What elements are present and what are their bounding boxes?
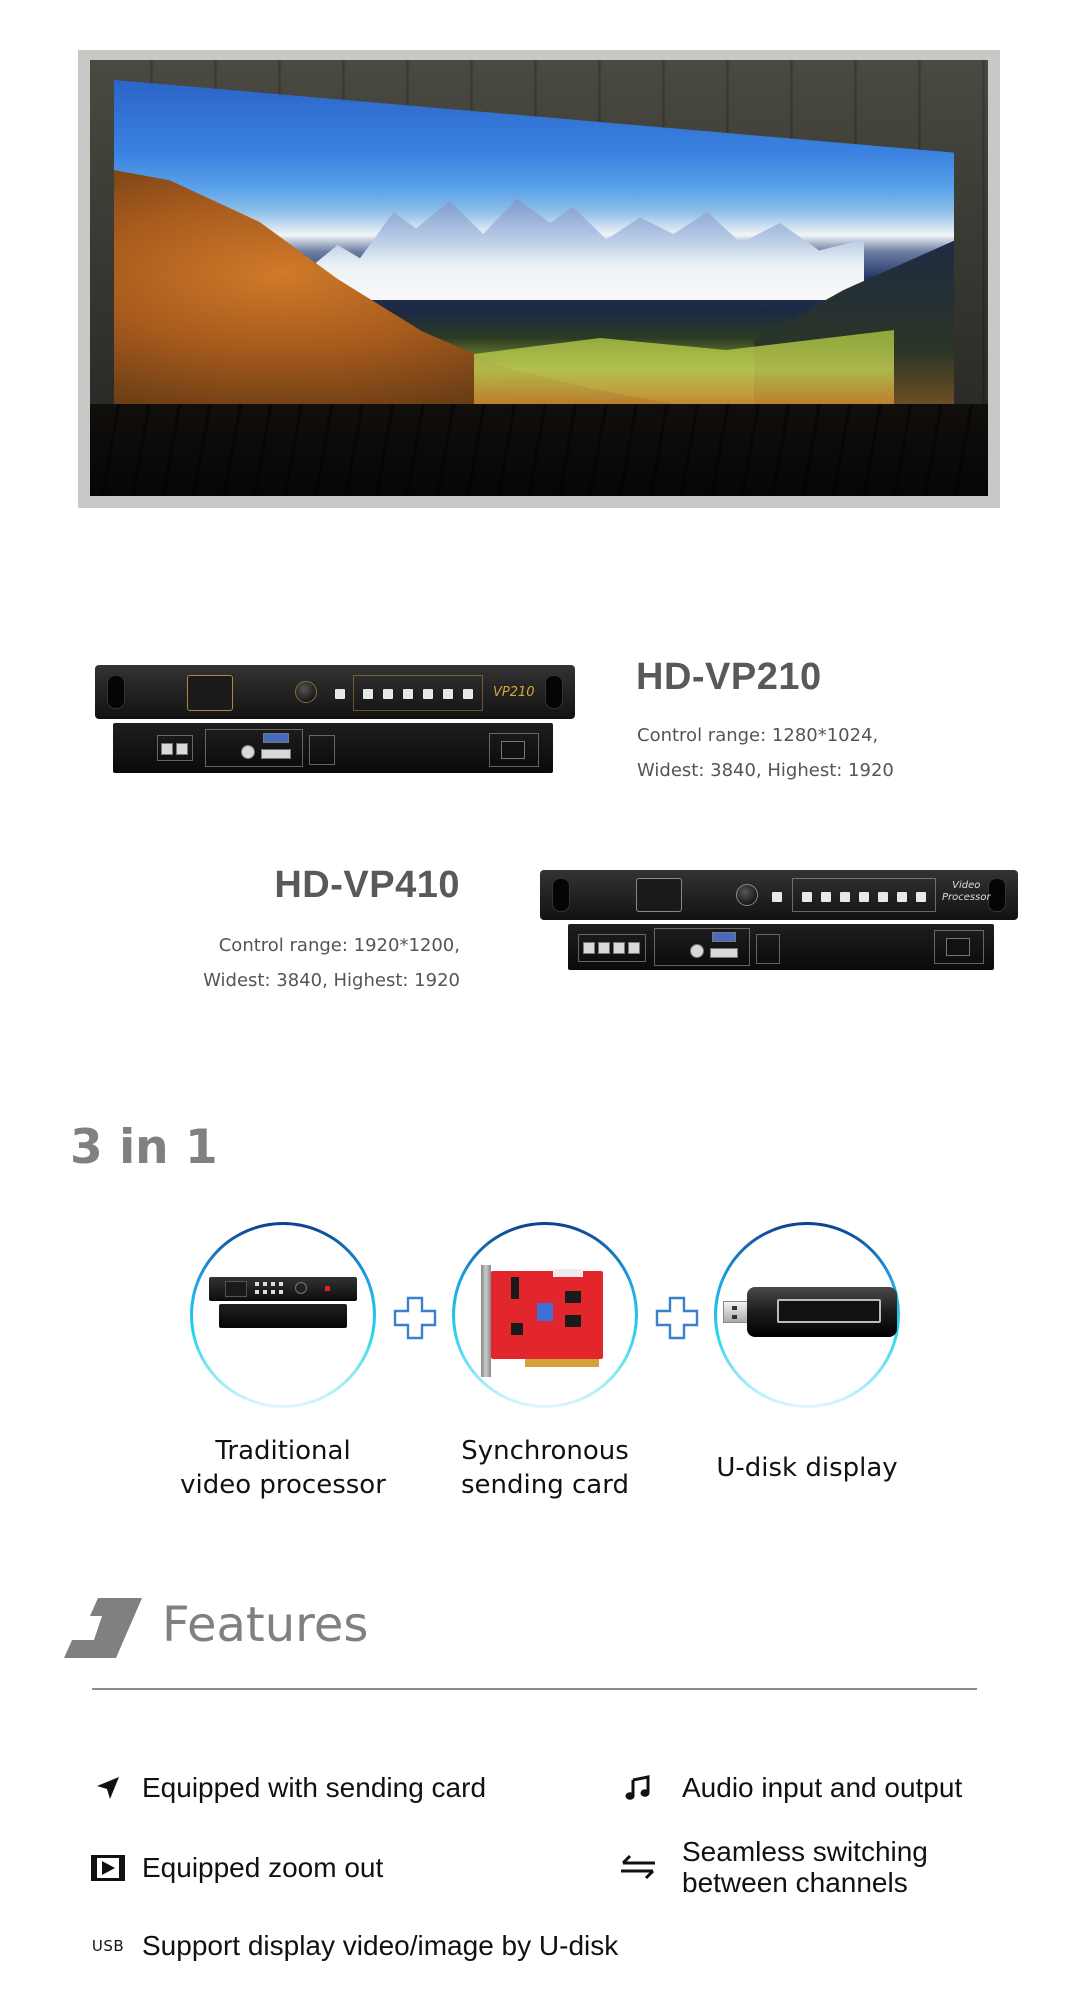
ethernet-port <box>628 942 640 954</box>
rack-handle-right <box>988 878 1006 912</box>
device-button <box>363 689 373 699</box>
feature-text: Equipped with sending card <box>142 1772 487 1803</box>
video-processor-image <box>209 1277 357 1331</box>
power-panel <box>934 930 984 964</box>
ethernet-port <box>613 942 625 954</box>
input-panel <box>205 729 303 767</box>
output-panel <box>578 934 646 962</box>
feature-item-u-disk-support: USB Support display video/image by U-dis… <box>88 1930 618 1961</box>
usb-icon: USB <box>91 1936 125 1955</box>
sending-card-image <box>481 1265 611 1377</box>
bnc-port <box>690 944 704 958</box>
power-socket <box>946 938 970 956</box>
device-logo: Video Processor <box>942 880 991 903</box>
device-button <box>443 689 453 699</box>
model-title-hd-vp210: HD-VP210 <box>636 656 822 698</box>
plus-icon <box>655 1296 699 1340</box>
hero-image-frame <box>78 50 1000 508</box>
rack-handle-right <box>545 675 563 709</box>
power-panel <box>489 733 539 767</box>
device-button <box>463 689 473 699</box>
audio-panel <box>309 735 335 765</box>
model-title-hd-vp410: HD-VP410 <box>274 864 460 906</box>
play-frame-icon <box>88 1854 128 1881</box>
usb-drive-image <box>723 1287 897 1337</box>
hero-led-modules-floor <box>90 404 988 496</box>
ethernet-port <box>598 942 610 954</box>
device-back-panel <box>568 924 994 970</box>
device-button <box>772 892 782 902</box>
device-front-panel: Video Processor <box>540 870 1018 920</box>
rack-handle-left <box>107 675 125 709</box>
device-button <box>383 689 393 699</box>
feature-item-sending-card: Equipped with sending card <box>88 1772 486 1803</box>
vga-port <box>263 733 289 743</box>
feature-item-zoom-out: Equipped zoom out <box>88 1852 383 1883</box>
rack-handle-left <box>552 878 570 912</box>
feature-text: Audio input and output <box>682 1772 963 1803</box>
device-source-panel <box>792 878 936 912</box>
device-button <box>840 892 850 902</box>
input-panel <box>654 928 750 966</box>
ethernet-port <box>583 942 595 954</box>
section-title-3-in-1: 3 in 1 <box>70 1120 218 1175</box>
model-spec-hd-vp410: Control range: 1920*1200, Widest: 3840, … <box>203 928 460 998</box>
feature-text: Seamless switching between channels <box>682 1836 928 1898</box>
feature-text: Support display video/image by U-disk <box>142 1930 619 1961</box>
hd-vp210-device-image: VP210 <box>95 665 575 780</box>
hero-green-valley <box>474 330 894 410</box>
model-spec-hd-vp210: Control range: 1280*1024, Widest: 3840, … <box>637 718 894 788</box>
device-menu-knob <box>295 681 317 703</box>
power-socket <box>501 741 525 759</box>
circle-sending-card <box>452 1222 638 1408</box>
music-note-icon <box>618 1774 658 1802</box>
circle-video-processor <box>190 1222 376 1408</box>
device-button <box>423 689 433 699</box>
feature-text: Equipped zoom out <box>142 1852 384 1883</box>
caption-traditional-video-processor: Traditional video processor <box>180 1436 386 1500</box>
output-panel <box>157 735 193 761</box>
device-back-panel <box>113 723 553 773</box>
hero-snow-mountains <box>304 198 864 300</box>
device-lcd-screen <box>636 878 682 912</box>
ethernet-port <box>161 743 173 755</box>
device-source-panel <box>353 675 483 711</box>
caption-synchronous-sending-card: Synchronous sending card <box>461 1436 629 1500</box>
device-menu-knob <box>736 884 758 906</box>
hd-vp410-device-image: Video Processor <box>540 870 1018 975</box>
device-button <box>802 892 812 902</box>
device-button <box>335 689 345 699</box>
device-button <box>878 892 888 902</box>
spec-control-range: Control range: 1920*1200, <box>218 935 460 956</box>
spec-control-range: Control range: 1280*1024, <box>637 725 879 746</box>
spec-widest-highest: Widest: 3840, Highest: 1920 <box>637 760 894 781</box>
audio-panel <box>756 934 780 964</box>
plus-icon <box>393 1296 437 1340</box>
bnc-port <box>241 745 255 759</box>
device-button <box>821 892 831 902</box>
device-button <box>916 892 926 902</box>
vga-port <box>712 932 736 942</box>
device-button <box>403 689 413 699</box>
device-button <box>859 892 869 902</box>
switch-arrows-icon <box>618 1854 658 1880</box>
dvi-port <box>710 948 738 958</box>
device-logo: VP210 <box>493 685 535 700</box>
ethernet-port <box>176 743 188 755</box>
bracket-slash-icon <box>64 1598 142 1658</box>
feature-item-seamless-switching: Seamless switching between channels <box>618 1836 928 1898</box>
section-title-features: Features <box>162 1597 369 1653</box>
hero-led-wall-photo <box>90 60 988 496</box>
device-button <box>897 892 907 902</box>
features-divider <box>92 1688 977 1690</box>
caption-u-disk-display: U-disk display <box>716 1453 898 1483</box>
feature-item-audio: Audio input and output <box>618 1772 962 1803</box>
dvi-port <box>261 749 291 759</box>
spec-widest-highest: Widest: 3840, Highest: 1920 <box>203 970 460 991</box>
send-arrow-icon <box>88 1775 128 1801</box>
device-front-panel: VP210 <box>95 665 575 719</box>
device-lcd-screen <box>187 675 233 711</box>
circle-u-disk <box>714 1222 900 1408</box>
